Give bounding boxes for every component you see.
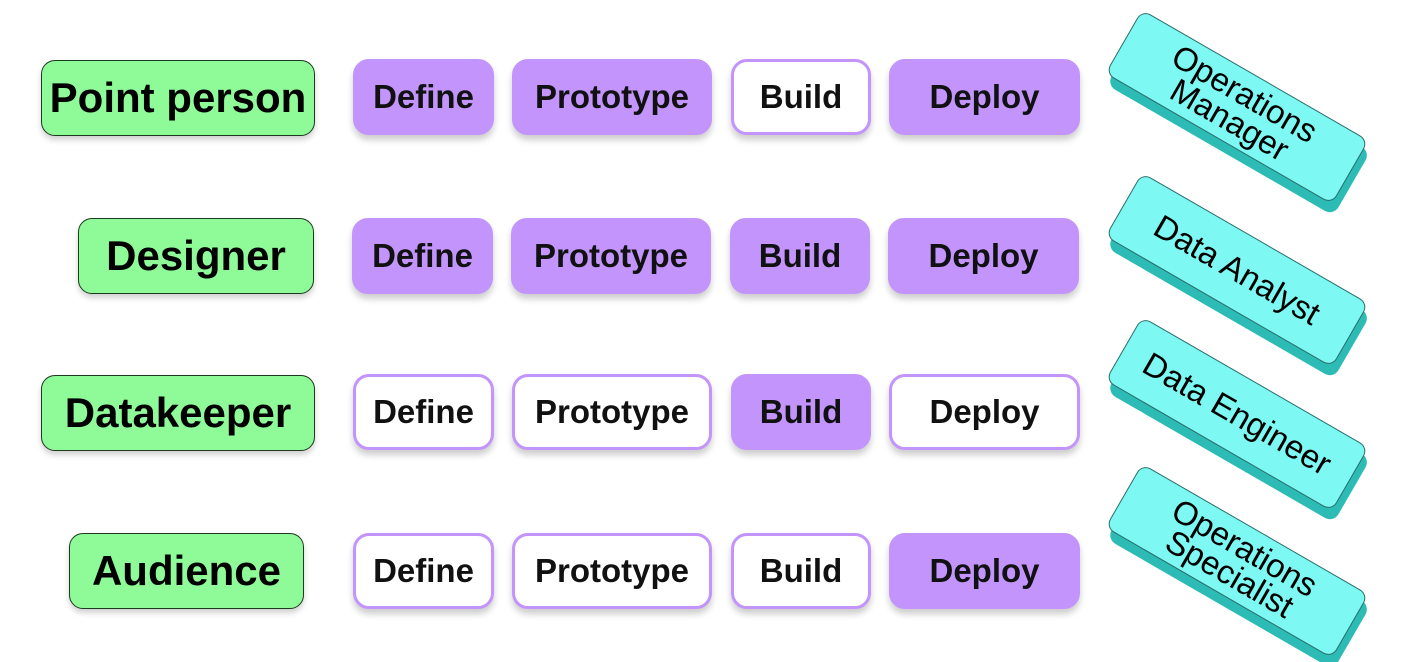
tag-line: Data Engineer [1136,344,1338,483]
phase-label: Prototype [534,393,689,430]
phase-build: Build [730,218,870,294]
phase-deploy: Deploy [889,374,1080,450]
phase-prototype: Prototype [511,218,711,294]
tag-line: Data Analyst [1147,207,1327,332]
phase-label: Build [759,78,843,115]
role-datakeeper: Datakeeper [41,375,315,451]
phase-label: Build [759,393,843,430]
phase-label: Prototype [534,552,689,589]
phase-label: Define [373,393,474,430]
phase-label: Build [759,552,843,589]
phase-label: Define [373,552,474,589]
phase-build: Build [731,374,871,450]
phase-label: Prototype [534,78,689,115]
phase-label: Deploy [929,78,1040,115]
role-designer: Designer [78,218,314,294]
phase-label: Prototype [533,237,688,274]
phase-deploy: Deploy [889,533,1080,609]
phase-label: Define [373,78,474,115]
role-label: Designer [106,232,286,279]
role-point-person: Point person [41,60,315,136]
phase-deploy: Deploy [889,59,1080,135]
role-audience: Audience [69,533,304,609]
phase-prototype: Prototype [512,533,712,609]
phase-label: Define [372,237,473,274]
phase-build: Build [731,533,871,609]
phase-label: Deploy [928,237,1039,274]
phase-prototype: Prototype [512,374,712,450]
phase-label: Deploy [929,552,1040,589]
role-label: Point person [49,74,307,121]
role-label: Datakeeper [64,389,292,436]
phase-label: Build [758,237,842,274]
phase-define: Define [353,374,494,450]
phase-define: Define [353,59,494,135]
phase-build: Build [731,59,871,135]
phase-label: Deploy [929,393,1040,430]
phase-deploy: Deploy [888,218,1079,294]
phase-prototype: Prototype [512,59,712,135]
role-label: Audience [91,547,282,594]
phase-define: Define [353,533,494,609]
phase-define: Define [352,218,493,294]
